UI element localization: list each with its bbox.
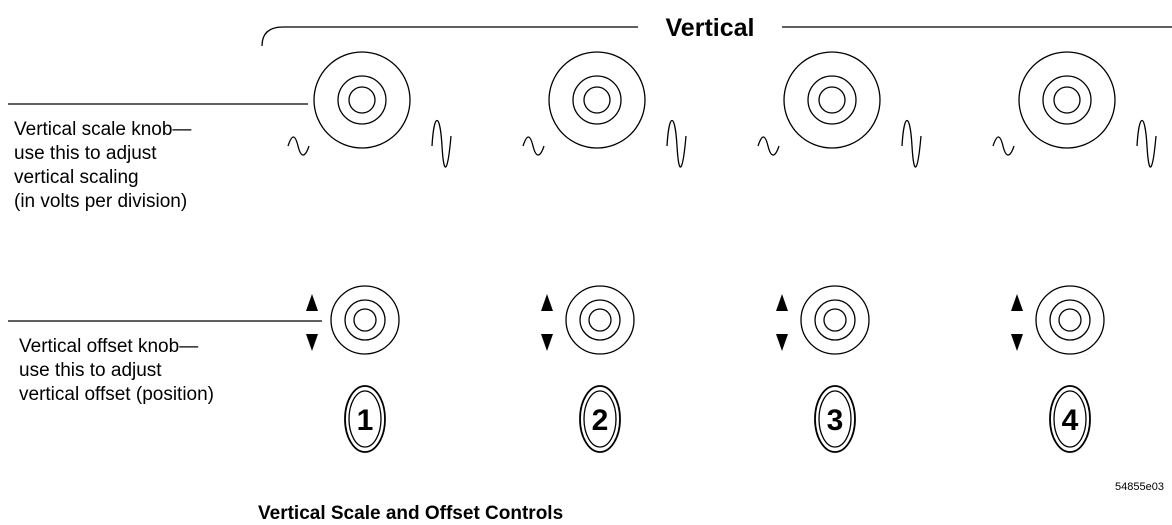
small-waveform-icon [992,136,1015,156]
channel-number-label: 2 [592,404,609,437]
up-down-arrows-icon [1011,294,1023,351]
up-down-arrows-icon [541,294,553,351]
offset-callout-line: use this to adjust [19,360,162,381]
small-waveform-icon [757,136,780,156]
large-waveform-icon [901,120,922,168]
small-waveform-icon [522,136,545,156]
small-concentric-knob-icon[interactable] [565,285,635,355]
figure-code: 54855e03 [1115,481,1164,493]
figure-caption: Vertical Scale and Offset Controls [258,503,563,524]
channel-button-4[interactable]: 4 [1049,385,1091,453]
offset-callout-line: Vertical offset knob— [19,336,198,357]
offset-callout: Vertical offset knob— use this to adjust… [8,320,322,405]
scale-callout-line: use this to adjust [14,143,157,164]
up-down-arrows-icon [306,294,318,351]
scale-callout-line: Vertical scale knob— [14,119,191,140]
channel-number-label: 1 [357,404,374,437]
channel-number-label: 3 [827,404,844,437]
up-down-arrows-icon [776,294,788,351]
large-waveform-icon [666,120,687,168]
scale-callout: Vertical scale knob— use this to adjust … [8,103,308,212]
small-waveform-icon [287,136,310,156]
section-bracket: Vertical [261,14,1172,47]
scale-callout-line: vertical scaling [14,167,139,188]
channel-column-4: 4 [992,51,1157,453]
large-concentric-knob-icon[interactable] [1018,51,1116,149]
channel-column-3: 3 [757,51,922,453]
offset-callout-line: vertical offset (position) [19,384,214,405]
large-waveform-icon [1136,120,1157,168]
large-waveform-icon [431,120,452,168]
small-concentric-knob-icon[interactable] [1035,285,1105,355]
large-concentric-knob-icon[interactable] [313,51,411,149]
small-concentric-knob-icon[interactable] [800,285,870,355]
channel-button-3[interactable]: 3 [814,385,856,453]
small-concentric-knob-icon[interactable] [330,285,400,355]
section-title: Vertical [666,14,755,42]
channel-button-1[interactable]: 1 [344,385,386,453]
channel-column-1: 1 [287,51,452,453]
large-concentric-knob-icon[interactable] [783,51,881,149]
channel-column-2: 2 [522,51,687,453]
scale-callout-line: (in volts per division) [14,191,187,212]
channel-columns: 1 2 3 4 [287,51,1157,453]
channel-number-label: 4 [1062,404,1079,437]
large-concentric-knob-icon[interactable] [548,51,646,149]
channel-button-2[interactable]: 2 [579,385,621,453]
